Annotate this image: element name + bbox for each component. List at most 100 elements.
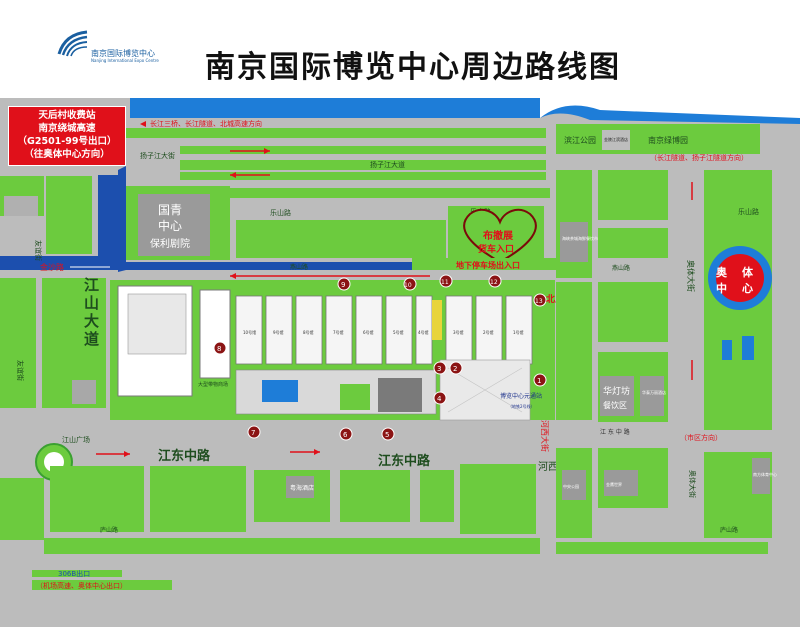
hall-label: 8号馆: [303, 329, 314, 335]
highway-ramp: [0, 175, 118, 268]
label-river-tunnel: 长江三桥、长江隧道、北城高速方向: [150, 119, 262, 128]
block-bottom: [340, 470, 410, 522]
gate-marker[interactable]: [488, 274, 502, 288]
block: [598, 170, 668, 220]
hall-label: 2号馆: [483, 329, 494, 335]
hall-strip: [199, 289, 231, 379]
gate-marker[interactable]: [533, 293, 547, 307]
expo-logo: 南京国际博览中心 Nanjing International Expo Cent…: [55, 28, 195, 68]
gate-marker[interactable]: [337, 277, 351, 291]
green-strip: [126, 128, 546, 138]
label-hotel: 金陵江滨酒店: [604, 136, 628, 142]
gate-label: 5: [385, 431, 389, 439]
arrow-icon: [230, 148, 270, 178]
gate-marker[interactable]: [381, 427, 395, 441]
hall[interactable]: [445, 295, 473, 365]
garden: [340, 384, 370, 410]
gate-marker[interactable]: [213, 341, 227, 355]
jinsha-road: [0, 262, 440, 270]
market-building: [560, 222, 588, 262]
gate-label: 12: [490, 279, 498, 286]
gate-marker[interactable]: [449, 361, 463, 375]
callout-line-1: 天后村收费站: [38, 110, 96, 121]
route-arrow: [230, 150, 270, 176]
block-left-buildings: [4, 196, 38, 216]
green-strip: [230, 188, 550, 198]
central-atrium: [432, 300, 442, 340]
building: [602, 130, 630, 150]
label-jiangdong-small: 江 东 中 路: [600, 428, 630, 436]
expo-logo-icon: [57, 30, 88, 57]
gate-marker[interactable]: [533, 373, 547, 387]
gate-label: 6: [343, 431, 348, 439]
hall[interactable]: [325, 295, 353, 365]
yuehai-building: [286, 476, 314, 498]
label-lushan-right: 庐山路: [720, 526, 738, 534]
label-jinsha-road: 金沙路: [40, 262, 64, 272]
label-station-sub: （地铁2号线）: [508, 403, 535, 409]
highway-ramp: [118, 166, 126, 272]
block-bottom: [420, 470, 454, 522]
block: [598, 282, 668, 342]
conference-building: [378, 378, 422, 412]
label-yangzijiang-avenue: 扬子江大道: [370, 160, 405, 169]
hall[interactable]: [265, 295, 293, 365]
label-jiangshan-avenue-2: 山: [84, 294, 99, 312]
label-yanshan-right: 燕山路: [612, 264, 630, 272]
gate-marker[interactable]: [247, 425, 261, 439]
gate-label: 13: [535, 298, 543, 305]
gate-markers: 1 2 3 4 5 6 7 8 9 10 11 12 13: [213, 274, 547, 441]
hall[interactable]: [235, 295, 263, 365]
gate-marker[interactable]: [403, 277, 417, 291]
block-bottom: [150, 466, 246, 532]
green-strip: [556, 542, 768, 554]
label-guoqing-2: 中心: [158, 218, 182, 233]
huadengfang-building: [600, 376, 634, 416]
label-jiangshan-avenue-1: 江: [84, 276, 99, 294]
route-map[interactable]: 长江三桥、长江隧道、北城高速方向 扬子江大街 扬子江大道 滨江公园 金陵江滨酒店…: [0, 98, 800, 627]
gate-label: 3: [437, 365, 441, 373]
hall[interactable]: [475, 295, 503, 365]
label-city-direction: （市区方向）: [680, 433, 722, 442]
gate-marker[interactable]: [339, 427, 353, 441]
green-strip: [412, 258, 562, 270]
gate-label: 4: [437, 395, 442, 403]
gate-label: 1: [537, 377, 541, 385]
building: [562, 470, 586, 500]
label-leshan-right: 乐山路: [738, 207, 759, 216]
hall-label: 5号馆: [393, 329, 404, 335]
block: [556, 282, 592, 420]
callout-line-2: 南京绕城高速: [38, 123, 96, 134]
exit-bar: [32, 580, 172, 590]
building: [72, 380, 96, 404]
gate-label: 8: [217, 345, 221, 353]
hall-label: 9号馆: [273, 329, 284, 335]
exit-bar: [32, 570, 122, 577]
loading-heart-icon: [463, 208, 537, 264]
gate-marker[interactable]: [433, 361, 447, 375]
hall[interactable]: [385, 295, 413, 365]
label-right-tunnel: （长江隧道、扬子江隧道方向）: [650, 153, 748, 162]
label-aoti-d: 心: [742, 282, 753, 295]
gate-marker[interactable]: [433, 391, 447, 405]
label-poly-theatre: 保利剧院: [150, 237, 190, 250]
label-exit-306b: 306B出口: [58, 569, 90, 578]
hall[interactable]: [355, 295, 383, 365]
hall[interactable]: [295, 295, 323, 365]
gate-marker[interactable]: [439, 274, 453, 288]
block-left: [46, 176, 92, 254]
exhibition-halls: 10号馆 9号馆 8号馆 7号馆 6号馆 5号馆 4号馆 3号馆 2号馆 1号馆: [235, 295, 533, 365]
label-market: 海峡茶城海鲜餐饮市场: [562, 235, 602, 241]
block-leshan: [236, 220, 446, 258]
label-jiangshan-avenue-3: 大: [84, 312, 99, 330]
hall[interactable]: [505, 295, 533, 365]
green-strip: [180, 146, 546, 154]
label-underground-parking: 地下停车场出入口: [456, 260, 520, 270]
label-big-square: 大型带物商场: [198, 381, 228, 388]
label-yanshan: 燕山路: [290, 263, 308, 271]
hall-label: 6号馆: [363, 329, 374, 335]
gate-label: 2: [453, 365, 457, 373]
callout-line-3: （G2501-99号出口）: [17, 136, 117, 147]
label-huadengfang-1: 华灯坊: [603, 385, 630, 397]
